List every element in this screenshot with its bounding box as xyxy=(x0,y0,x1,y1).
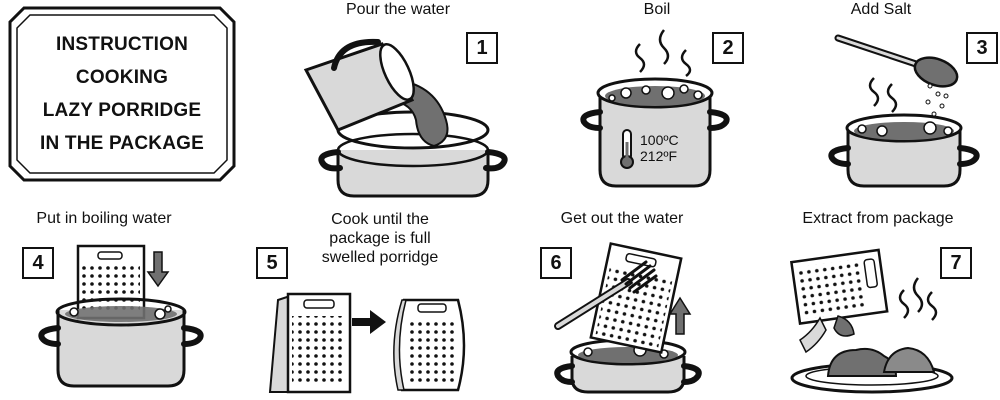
title-line-4: IN THE PACKAGE xyxy=(40,133,204,154)
step-1-number: 1 xyxy=(466,32,498,64)
step-4-number: 4 xyxy=(22,247,54,279)
step-5-label: Cook until the package is full swelled p… xyxy=(290,210,470,267)
step-2-illustration xyxy=(580,29,730,188)
step-6-illustration xyxy=(554,242,702,394)
title-line-1: INSTRUCTION xyxy=(55,34,189,55)
step-4-illustration xyxy=(38,244,204,388)
temperature-fahrenheit: 212ºF xyxy=(640,148,678,164)
step-1-label: Pour the water xyxy=(345,1,451,18)
step-5-label-line-2: package is full xyxy=(329,230,431,247)
temperature-celsius: 100ºC xyxy=(640,132,679,148)
step-6-number: 6 xyxy=(540,247,572,279)
step-2-number: 2 xyxy=(712,32,744,64)
step-4-label: Put in boiling water xyxy=(36,210,172,227)
title-line-3: LAZY PORRIDGE xyxy=(42,100,202,121)
step-3-illustration xyxy=(828,34,980,188)
step-7-illustration xyxy=(789,248,954,394)
temperature-readout: 100ºC 212ºF xyxy=(640,132,679,164)
step-5-label-line-3: swelled porridge xyxy=(321,249,439,266)
title-text: INSTRUCTION COOKING LAZY PORRIDGE IN THE… xyxy=(8,6,236,182)
step-5-number: 5 xyxy=(256,247,288,279)
step-6-label: Get out the water xyxy=(560,210,684,227)
step-7-label: Extract from package xyxy=(802,210,954,227)
step-3-number: 3 xyxy=(966,32,998,64)
step-2-label: Boil xyxy=(643,1,671,18)
step-5-illustration xyxy=(268,292,466,394)
title-frame xyxy=(8,6,236,182)
step-7-number: 7 xyxy=(940,247,972,279)
step-5-label-line-1: Cook until the xyxy=(331,211,429,228)
step-3-label: Add Salt xyxy=(850,1,912,18)
step-1-illustration xyxy=(303,38,508,198)
title-panel: INSTRUCTION COOKING LAZY PORRIDGE IN THE… xyxy=(8,6,236,182)
title-line-2: COOKING xyxy=(75,67,169,88)
